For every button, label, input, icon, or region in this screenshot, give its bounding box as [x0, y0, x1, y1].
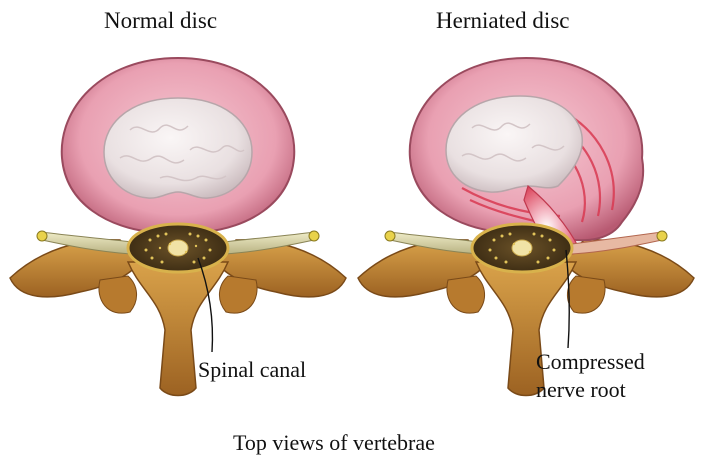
- figure-caption: Top views of vertebrae: [233, 430, 435, 455]
- herniated-vertebra: [357, 56, 695, 397]
- facet-right: [219, 275, 258, 314]
- nucleus-texture-2: [461, 122, 565, 162]
- nerve-end-left-2: [384, 230, 396, 242]
- nucleus-pulposus-herniated: [445, 95, 584, 193]
- normal-disc-title: Normal disc: [104, 8, 218, 33]
- nerve-end-left: [36, 230, 48, 242]
- herniated-disc-title: Herniated disc: [436, 8, 570, 33]
- spinal-canal-label: Spinal canal: [198, 357, 307, 382]
- facet-right-2: [567, 275, 606, 314]
- nerve-end-right: [308, 230, 320, 242]
- facet-left-2: [446, 275, 485, 314]
- spinal-cord-2: [511, 239, 533, 257]
- compressed-label-line2: nerve root: [536, 377, 626, 402]
- canal-dots: [144, 232, 212, 264]
- compressed-nerve-leader: [565, 249, 571, 349]
- nucleus-pulposus: [103, 97, 253, 199]
- spinous-process-2: [474, 261, 578, 397]
- spinous-process: [126, 261, 230, 397]
- nerve-end-right-2: [656, 230, 668, 242]
- spinal-cord: [167, 239, 189, 257]
- normal-vertebra: [9, 56, 347, 397]
- spinal-canal-leader: [197, 257, 214, 353]
- compressed-label-line1: Compressed: [536, 349, 645, 374]
- nucleus-texture: [119, 124, 245, 182]
- facet-left: [98, 275, 137, 314]
- canal-dots-2: [488, 232, 556, 264]
